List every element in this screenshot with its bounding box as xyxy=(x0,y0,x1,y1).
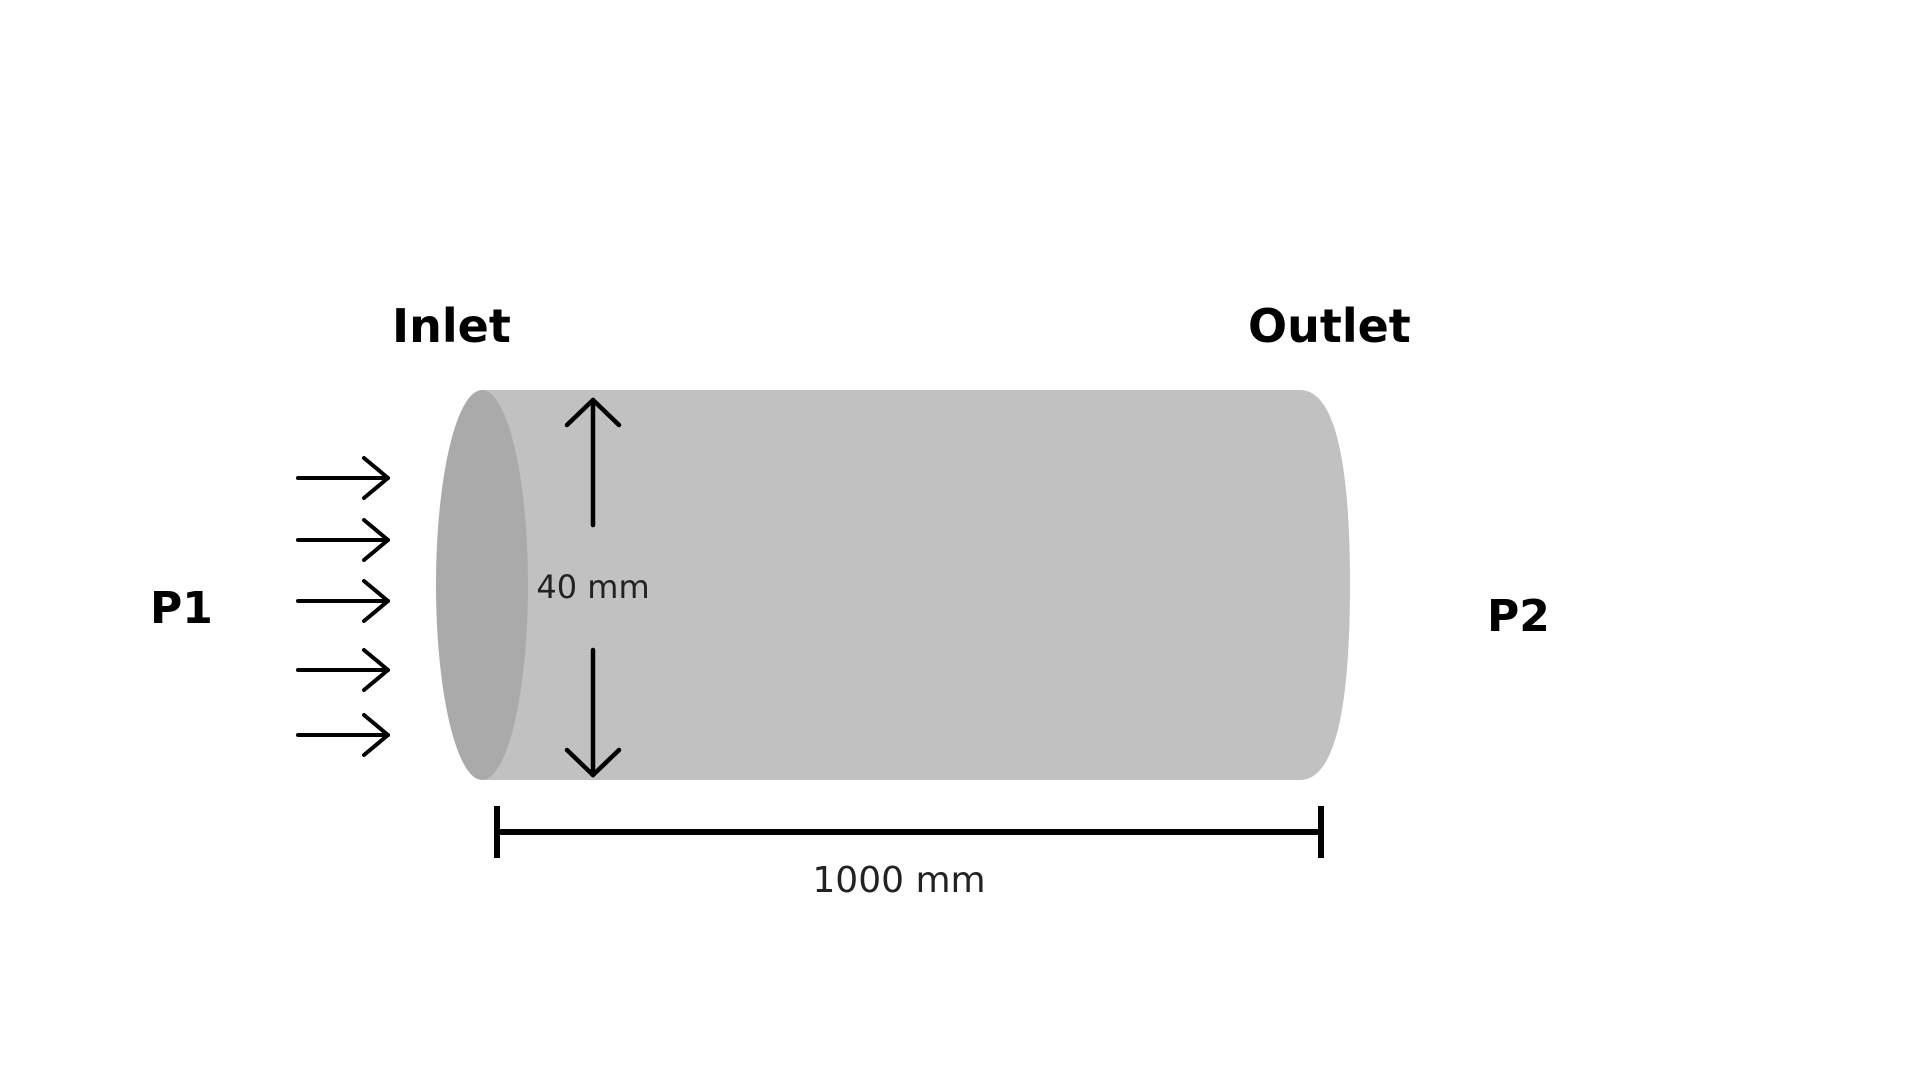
inflow-arrow xyxy=(296,579,390,623)
inlet-label: Inlet xyxy=(392,299,511,353)
diameter-arrow-down xyxy=(564,647,622,778)
inflow-arrow xyxy=(296,518,390,562)
inflow-arrow xyxy=(296,456,390,500)
inflow-arrows xyxy=(296,456,390,757)
pressure-inlet-label: P1 xyxy=(150,583,213,634)
diameter-arrow-up xyxy=(564,397,622,528)
length-label: 1000 mm xyxy=(812,860,985,901)
length-dimension xyxy=(494,806,1324,858)
diameter-dimension xyxy=(564,397,622,778)
diameter-label: 40 mm xyxy=(536,568,649,606)
pressure-outlet-label: P2 xyxy=(1487,591,1550,642)
inflow-arrow xyxy=(296,648,390,692)
pipe-body xyxy=(480,390,1350,780)
outlet-label: Outlet xyxy=(1248,299,1411,353)
inflow-arrow xyxy=(296,713,390,757)
pipe-inlet-face xyxy=(436,390,528,780)
